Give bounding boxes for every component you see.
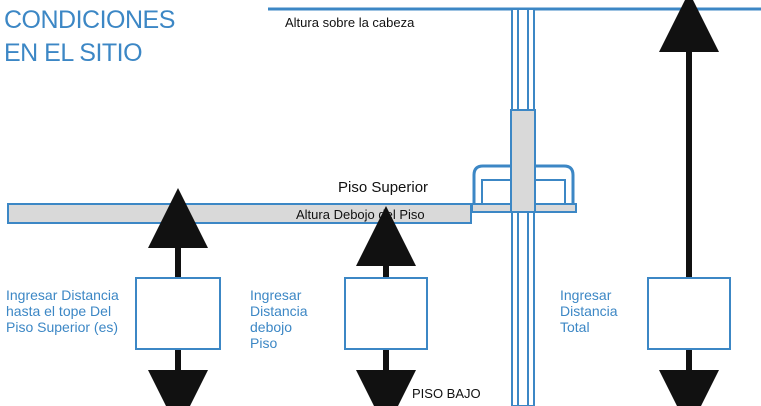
below-floor-line-3: debojo [250,319,293,335]
total-distance-input[interactable] [647,277,731,350]
below-floor-line-1: Ingresar [250,287,302,303]
total-line-3: Total [560,319,590,335]
lower-floor-label: PISO BAJO [412,386,481,401]
to-upper-line-3: Piso Superior (es) [6,319,119,335]
title-line-1: CONDICIONES [4,6,175,34]
title-line-2: EN EL SITIO [4,39,143,67]
column-sleeve [510,109,536,213]
to-upper-line-1: Ingresar Distancia [6,287,119,303]
to-upper-description: Ingresar Distancia hasta el tope Del Pis… [6,287,119,335]
upper-floor-slab [7,203,472,224]
below-floor-line-4: Piso [250,335,278,351]
overhead-height-label: Altura sobre la cabeza [285,15,415,30]
total-line-1: Ingresar [560,287,612,303]
below-floor-line-2: Distancia [250,303,308,319]
distance-below-floor-input[interactable] [344,277,428,350]
below-floor-description: Ingresar Distancia debojo Piso [250,287,308,351]
diagram-title: CONDICIONES EN EL SITIO [4,4,175,70]
to-upper-line-2: hasta el tope Del [6,303,112,319]
distance-to-upper-input[interactable] [135,277,221,350]
below-floor-height-label: Altura Debojo del Piso [296,207,425,222]
total-line-2: Distancia [560,303,618,319]
total-description: Ingresar Distancia Total [560,287,618,335]
upper-floor-label: Piso Superior [338,179,429,196]
